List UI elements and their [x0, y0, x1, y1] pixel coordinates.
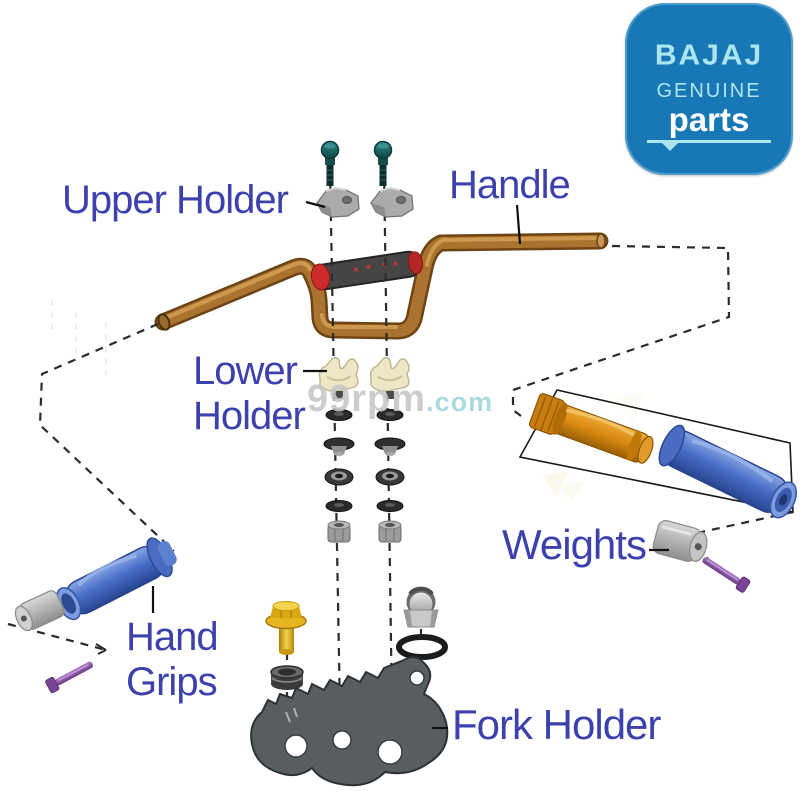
gold-flange-bolt [265, 601, 307, 655]
lower-holder-clamp-right [369, 357, 410, 399]
logo-genuine-text: GENUINE [656, 80, 762, 102]
logo-brand-text: BAJAJ [654, 39, 764, 72]
dashed-path-box-to-weight [696, 510, 794, 561]
watermark: 99rpm.com [307, 378, 493, 421]
label-fork-holder: Fork Holder [452, 701, 661, 748]
rubber-bushing [270, 665, 304, 690]
hand-grip-left [56, 537, 177, 621]
leader-handle [515, 204, 522, 245]
round-washer [375, 468, 405, 486]
label-hand-grips-line1: Hand [126, 615, 219, 659]
watermark-site: 99rpm [307, 378, 427, 420]
logo-parts-text: parts [668, 101, 750, 138]
dashed-path-handle-to-weights [511, 244, 731, 417]
label-lower-holder-line2: Holder [193, 393, 306, 438]
bajaj-genuine-parts-logo: BAJAJ GENUINE parts [625, 3, 793, 175]
washer-nut-stack-right [374, 409, 406, 543]
logo-underline [647, 140, 771, 151]
handlebar-left-end [157, 313, 171, 331]
bar-end-weight-left [14, 590, 65, 632]
hex-nut [327, 520, 351, 543]
cone-washer [374, 437, 406, 456]
upper-holder-clamp-right [370, 186, 414, 218]
flange-nut [325, 500, 353, 512]
label-upper-holder: Upper Holder [62, 178, 289, 222]
dome-nut [403, 586, 439, 628]
flange-nut [376, 500, 404, 512]
label-lower-holder-line1: Lower [193, 349, 298, 393]
washer-nut-stack-left [323, 409, 355, 543]
handlebar-tube [154, 232, 609, 340]
upper-holder-bolt-left [320, 140, 340, 186]
label-handle: Handle [449, 163, 571, 207]
round-washer [324, 468, 354, 486]
ghost-artifacts [51, 300, 645, 502]
fork-holder-plate [250, 656, 449, 787]
dashed-path-handle-to-grip [38, 322, 175, 552]
handlebar-right-end [596, 233, 606, 249]
label-lower-holder: Lower Holder [193, 349, 306, 439]
upper-holder-clamp-left [316, 186, 360, 218]
crossbar-pad [310, 250, 424, 291]
grip-screw-right [702, 557, 751, 593]
watermark-tld: .com [426, 387, 494, 417]
bar-end-weight-right [652, 520, 708, 562]
hex-nut [378, 520, 402, 543]
flange-nut [376, 409, 404, 421]
upper-holder-bolt-right [373, 140, 393, 186]
lower-holder-clamp-left [318, 357, 359, 399]
label-weights: Weights [502, 521, 647, 568]
down-arrow-icon [661, 142, 679, 151]
o-ring [396, 634, 448, 660]
flange-nut [325, 409, 353, 421]
bar-weight-orange [528, 393, 654, 464]
cone-washer [323, 437, 355, 456]
hand-grip-right [658, 424, 797, 519]
arrowhead [95, 643, 107, 655]
label-leader-lines [151, 200, 669, 730]
label-hand-grips-line2: Grips [126, 659, 218, 704]
label-hand-grips: Hand Grips [126, 615, 219, 705]
leader-upper-holder [305, 200, 326, 209]
grip-screw-left [45, 661, 94, 694]
